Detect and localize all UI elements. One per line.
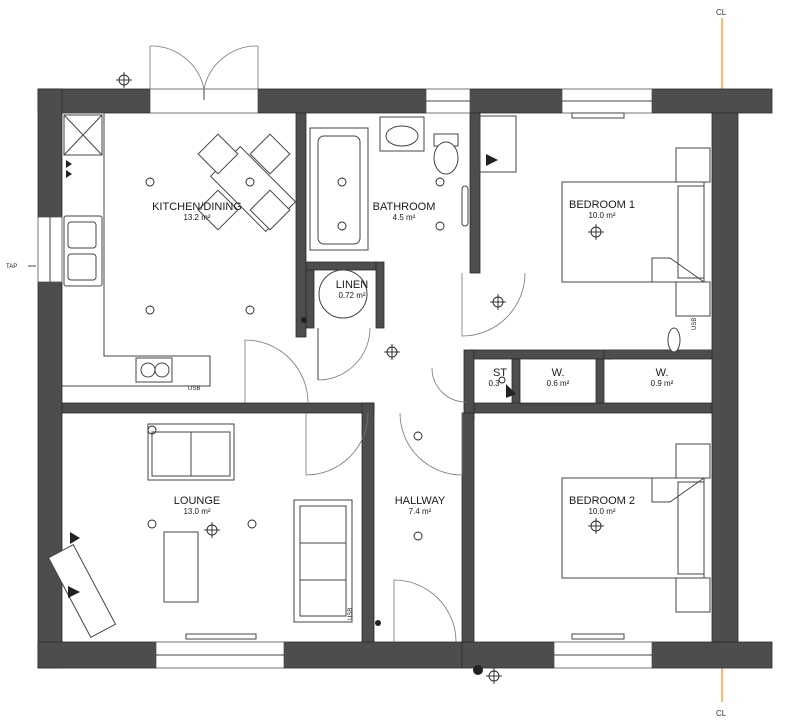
room-area-kitchen-dining: 13.2 m² [183, 213, 210, 222]
room-area-bedroom-2: 10.0 m² [588, 507, 615, 516]
room-label-bedroom-2: BEDROOM 2 [569, 495, 635, 507]
linen-cupboard [318, 269, 368, 319]
room-area-linen: 0.72 m² [338, 291, 365, 300]
tap-label: TAP [6, 264, 17, 270]
socket-icons [66, 154, 516, 675]
room-label-bedroom-1: BEDROOM 1 [569, 199, 635, 211]
service-labels: TAP USB USB USB [6, 264, 698, 620]
bathroom-fittings [309, 116, 469, 251]
lounge-furniture [47, 423, 353, 638]
internal-doors [244, 272, 712, 643]
dining-table [197, 133, 297, 233]
usb-label-kitchen: USB [188, 386, 200, 392]
kitchen-units [62, 112, 211, 387]
room-label-store: ST [493, 367, 507, 379]
room-label-linen: LINEN [336, 279, 368, 291]
centerline-label-top: CL [716, 8, 727, 17]
room-area-store: 0.3 [488, 379, 500, 388]
bedroom-2-furniture [561, 443, 711, 613]
room-area-wardrobe-2: 0.9 m² [651, 379, 674, 388]
room-area-wardrobe-1: 0.6 m² [547, 379, 570, 388]
room-label-bathroom: BATHROOM [373, 201, 436, 213]
room-area-lounge: 13.0 m² [183, 507, 210, 516]
room-area-hallway: 7.4 m² [409, 507, 432, 516]
internal-walls [61, 112, 713, 643]
room-label-wardrobe-1: W. [552, 367, 565, 379]
external-walls [37, 88, 773, 669]
room-label-lounge: LOUNGE [174, 495, 220, 507]
room-area-bedroom-1: 10.0 m² [588, 211, 615, 220]
pendant-light-icons [116, 72, 604, 684]
room-area-bathroom: 4.5 m² [393, 213, 416, 222]
usb-label-bedroom: USB [692, 318, 698, 330]
windows [37, 88, 653, 669]
bedroom-1-furniture [479, 115, 711, 353]
ceiling-lights [66, 72, 604, 684]
room-label-wardrobe-2: W. [656, 367, 669, 379]
usb-label-hallway: USB [348, 608, 354, 620]
centerline-label-bottom: CL [716, 709, 727, 718]
room-label-hallway: HALLWAY [395, 495, 446, 507]
room-label-kitchen-dining: KITCHEN/DINING [152, 201, 242, 213]
room-labels: KITCHEN/DINING 13.2 m² BATHROOM 4.5 m² B… [152, 199, 674, 516]
french-doors [149, 45, 259, 114]
